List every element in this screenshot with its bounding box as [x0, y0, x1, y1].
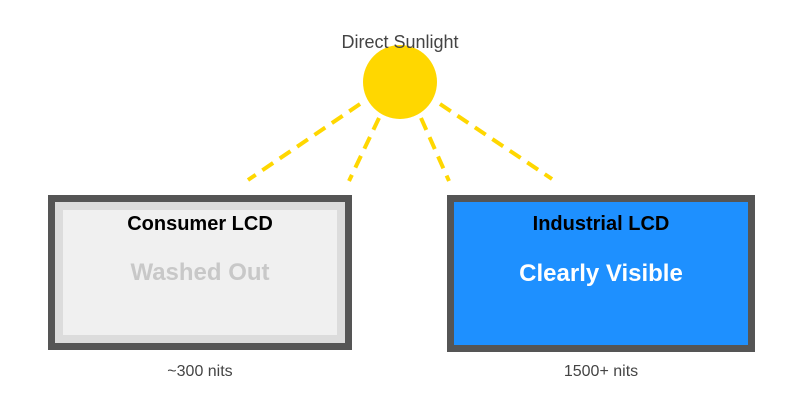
consumer-lcd-screen: Consumer LCD Washed Out: [63, 210, 337, 335]
consumer-brightness-caption: ~300 nits: [167, 363, 233, 380]
industrial-lcd-status: Clearly Visible: [519, 259, 683, 287]
sun-ray-outer-left: [246, 102, 362, 182]
sun-ray-outer-right: [438, 102, 554, 181]
consumer-lcd-title: Consumer LCD: [127, 213, 273, 235]
sun-ray-inner-left: [347, 117, 381, 182]
industrial-lcd-title: Industrial LCD: [532, 213, 670, 235]
industrial-brightness-caption: 1500+ nits: [563, 363, 639, 380]
consumer-lcd-panel: Consumer LCD Washed Out: [48, 195, 352, 350]
sun-ray-inner-right: [419, 117, 451, 182]
consumer-lcd-status: Washed Out: [130, 258, 270, 286]
industrial-lcd-panel: Industrial LCD Clearly Visible: [447, 195, 755, 352]
sun-icon: [363, 45, 437, 119]
sun-label: Direct Sunlight: [341, 32, 459, 52]
industrial-lcd-screen: Industrial LCD Clearly Visible: [454, 202, 748, 345]
